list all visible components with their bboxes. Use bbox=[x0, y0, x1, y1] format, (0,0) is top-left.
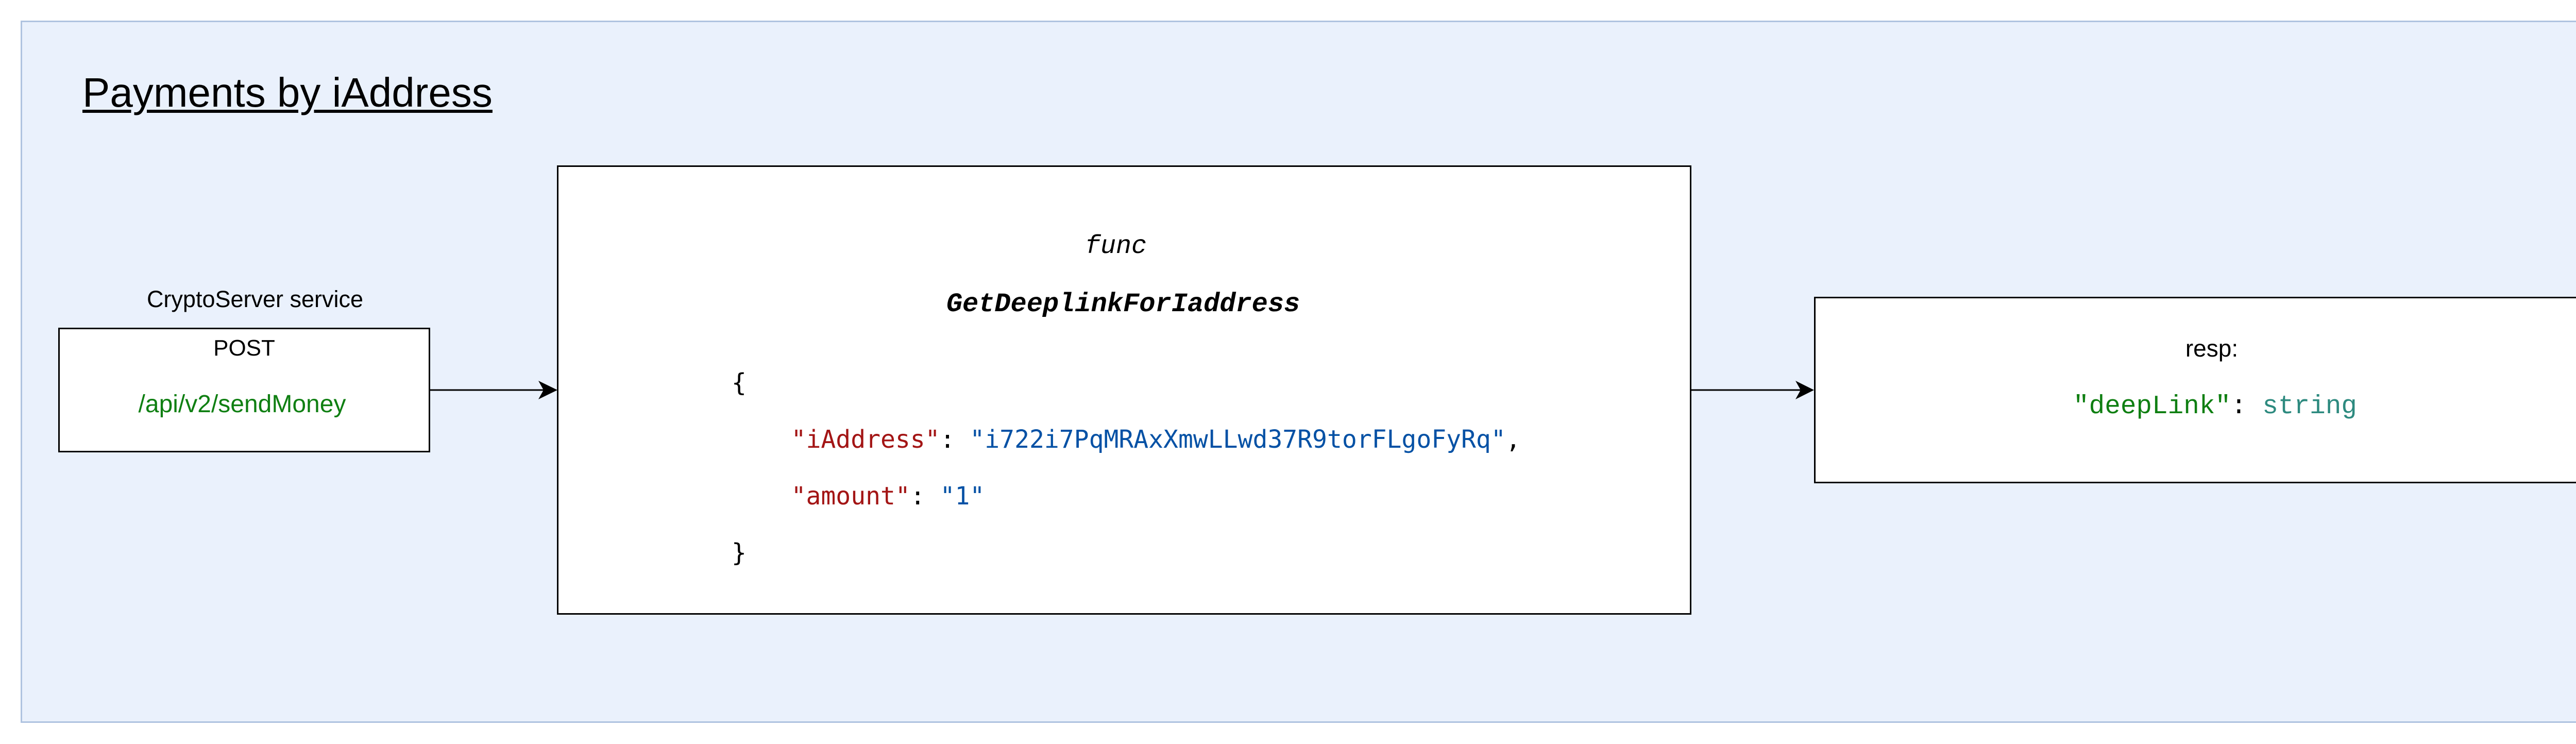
json-separator: : bbox=[910, 482, 940, 511]
json-value: "1" bbox=[940, 482, 985, 511]
json-field-amount: "amount": "1" bbox=[732, 478, 1521, 515]
function-name: GetDeeplinkForIaddress bbox=[946, 289, 1300, 319]
json-field-iaddress: "iAddress": "i722i7PqMRAxXmwLLwd37R9torF… bbox=[732, 421, 1521, 458]
diagram-title: Payments by iAddress bbox=[82, 70, 493, 115]
endpoint-path: /api/v2/sendMoney bbox=[138, 391, 346, 418]
http-method-label: POST bbox=[213, 335, 275, 361]
response-type: string bbox=[2262, 392, 2357, 421]
func-keyword: func bbox=[1084, 232, 1147, 261]
handler-box[interactable] bbox=[557, 165, 1691, 615]
response-label: resp: bbox=[2185, 335, 2239, 362]
json-indent bbox=[732, 482, 791, 511]
json-value: "i722i7PqMRAxXmwLLwd37R9torFLgoFyRq" bbox=[970, 425, 1506, 454]
response-separator: : bbox=[2231, 392, 2263, 421]
response-field: "deepLink": string bbox=[2073, 394, 2357, 420]
json-comma: , bbox=[1505, 425, 1521, 454]
request-body: { "iAddress": "i722i7PqMRAxXmwLLwd37R9to… bbox=[732, 345, 1521, 581]
json-open-brace: { bbox=[732, 368, 747, 397]
json-key: "amount" bbox=[791, 482, 910, 511]
json-close-brace: } bbox=[732, 538, 747, 567]
response-box[interactable] bbox=[1814, 297, 2576, 483]
json-indent bbox=[732, 425, 791, 454]
service-endpoint-box[interactable] bbox=[58, 328, 430, 452]
service-label: CryptoServer service bbox=[146, 286, 364, 312]
json-separator: : bbox=[940, 425, 970, 454]
json-key: "iAddress" bbox=[791, 425, 940, 454]
response-key: "deepLink" bbox=[2073, 392, 2231, 421]
